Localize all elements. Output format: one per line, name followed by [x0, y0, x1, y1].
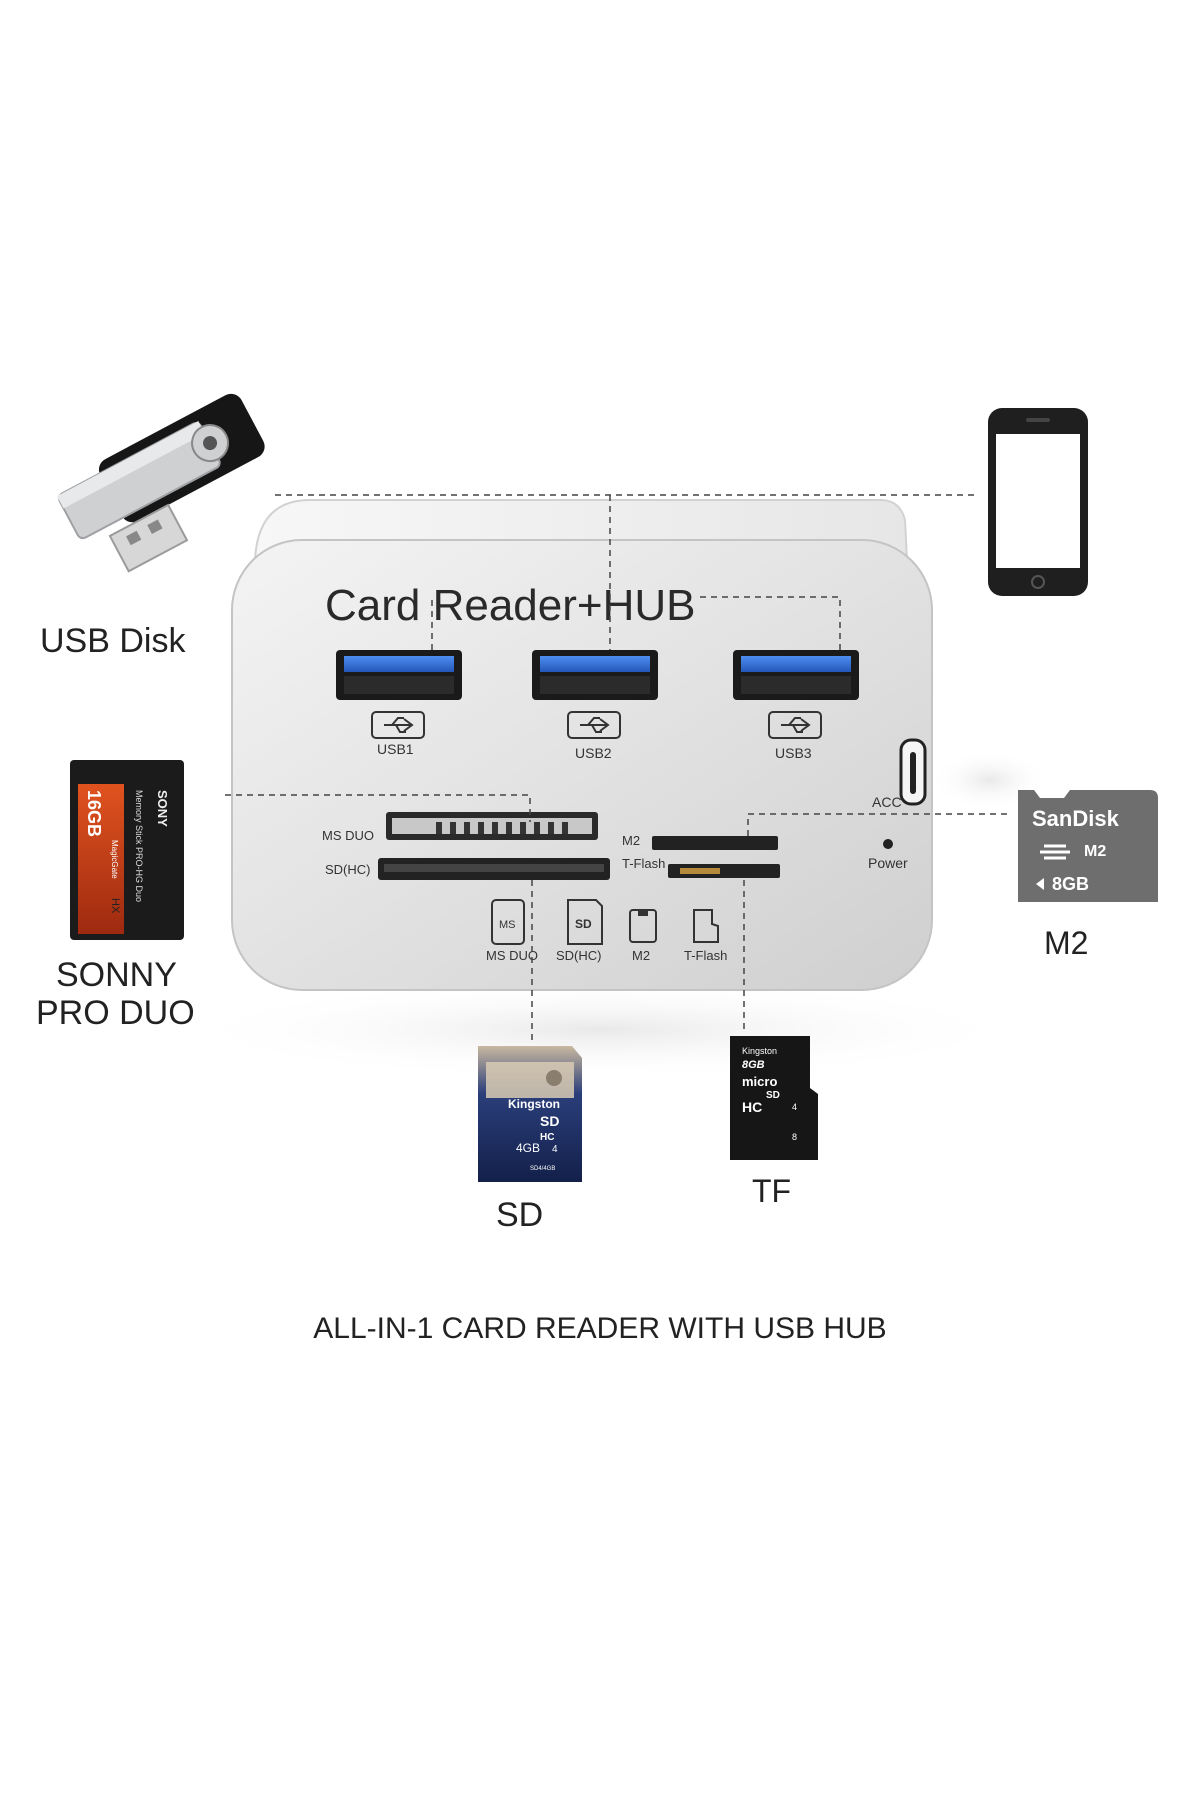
connector-sony [225, 794, 531, 822]
usb-disk-label: USB Disk [40, 622, 186, 660]
sd-hc-slot-label: SD(HC) [325, 862, 371, 877]
bottom-icon-label-t-flash: T-Flash [684, 948, 727, 963]
device-title: Card Reader+HUB [325, 581, 696, 630]
sd-class-print: 4 [552, 1144, 558, 1155]
usb-symbol-icon [768, 711, 822, 739]
sd-card-label: SD [496, 1196, 543, 1234]
usb2-label: USB2 [575, 745, 612, 761]
sandisk-capacity-print: 8GB [1052, 874, 1089, 894]
tf-hc-print: HC [742, 1099, 762, 1115]
m2-slot-label: M2 [622, 833, 640, 848]
caption: ALL-IN-1 CARD READER WITH USB HUB [313, 1312, 886, 1345]
connector-lines [225, 494, 1010, 1040]
tf-micro-print: micro [742, 1074, 777, 1089]
sd-model-print: SD4/4GB [530, 1166, 555, 1172]
bottom-icon-label-sd-hc: SD(HC) [556, 948, 602, 963]
connector-usb3 [700, 596, 841, 650]
sd-brand-print: Kingston [508, 1097, 560, 1111]
svg-text:MS: MS [499, 919, 516, 931]
sony-capacity-print: 16GB [84, 790, 104, 837]
sandisk-type-print: M2 [1084, 843, 1106, 860]
tf-class-print: 4 [792, 1102, 797, 1112]
usb3-label: USB3 [775, 745, 812, 761]
sd-hc-card-icon: SD [567, 899, 603, 945]
tf-sd-print: SD [766, 1090, 780, 1101]
tf-brand-print: Kingston [742, 1046, 777, 1056]
sony-magicgate-print: MagicGate [110, 840, 119, 879]
tf-card-label: TF [752, 1173, 791, 1209]
sd-capacity-print: 4GB [516, 1141, 540, 1155]
sony-label-line1: SONNY [56, 956, 177, 994]
bottom-icon-label-ms-duo: MS DUO [486, 948, 538, 963]
ms-duo-slot[interactable] [386, 812, 598, 840]
acc-label: ACC [872, 794, 902, 810]
ms-duo-card-icon: MS [491, 899, 525, 945]
connector-m2 [747, 813, 1010, 836]
usb-symbol-icon [567, 711, 621, 739]
t-flash-slot[interactable] [668, 864, 780, 878]
acc-button-slot [910, 752, 916, 794]
power-led-icon [883, 839, 893, 849]
sd-hc-print: HC [540, 1132, 554, 1143]
m2-slot[interactable] [652, 836, 778, 850]
sony-label-line2: PRO DUO [36, 994, 195, 1032]
t-flash-slot-label: T-Flash [622, 856, 665, 871]
tf-capacity-print: 8GB [742, 1059, 765, 1071]
m2-card-icon [629, 909, 657, 943]
sd-logo-print: SD [540, 1113, 559, 1129]
usb-port-2[interactable] [532, 650, 658, 700]
smartphone-image [988, 408, 1088, 596]
ms-duo-slot-label: MS DUO [322, 828, 374, 843]
sd-hc-slot[interactable] [378, 858, 610, 880]
tf-8-print: 8 [792, 1132, 797, 1142]
usb-port-1[interactable] [336, 650, 462, 700]
sandisk-m2-card-image: SanDisk M2 8GB [1018, 790, 1158, 902]
t-flash-card-icon [693, 909, 719, 943]
tf-card-image: Kingston 8GB micro SD HC 4 8 [730, 1036, 818, 1160]
usb-port-3[interactable] [733, 650, 859, 700]
usb-symbol-icon [371, 711, 425, 739]
sony-pro-duo-card-image: SONY 16GB Memory Stick PRO-HG Duo MagicG… [70, 760, 184, 940]
floor-shadow [170, 980, 1030, 1080]
sony-hx-print: HX [109, 898, 121, 914]
m2-card-label: M2 [1044, 925, 1088, 961]
usb-disk-image [57, 393, 265, 573]
power-label: Power [868, 855, 908, 871]
svg-text:SD: SD [575, 917, 592, 931]
card-reader-hub-device: Card Reader+HUB USB [231, 499, 933, 991]
sd-card-image: Kingston SD HC 4GB 4 SD4/4GB [478, 1046, 582, 1182]
sony-brand-print: SONY [155, 790, 170, 827]
sandisk-brand-print: SanDisk [1032, 806, 1120, 831]
sony-product-print: Memory Stick PRO-HG Duo [134, 790, 144, 902]
bottom-icon-label-m2: M2 [632, 948, 650, 963]
usb1-label: USB1 [377, 741, 414, 757]
